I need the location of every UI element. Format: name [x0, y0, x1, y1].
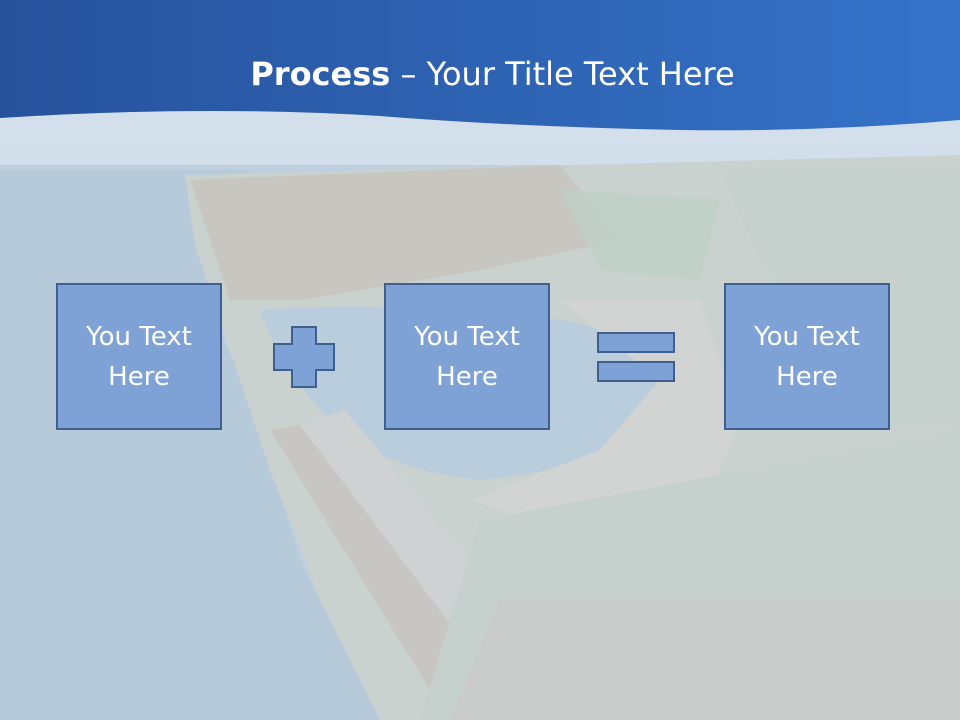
header-wave — [0, 0, 960, 131]
process-box-2: You Text Here — [384, 283, 550, 430]
equals-icon-bottom-bar — [597, 361, 675, 382]
process-box-3: You Text Here — [724, 283, 890, 430]
equals-icon-top-bar — [597, 332, 675, 353]
process-box-1-label: You Text Here — [86, 321, 192, 392]
title-bold-part: Process — [250, 55, 391, 93]
plus-icon — [273, 326, 335, 388]
title-rest: – Your Title Text Here — [390, 55, 735, 93]
process-box-1: You Text Here — [56, 283, 222, 430]
slide-title: Process – Your Title Text Here — [0, 52, 960, 96]
process-box-2-label: You Text Here — [414, 321, 520, 392]
process-box-3-label: You Text Here — [754, 321, 860, 392]
